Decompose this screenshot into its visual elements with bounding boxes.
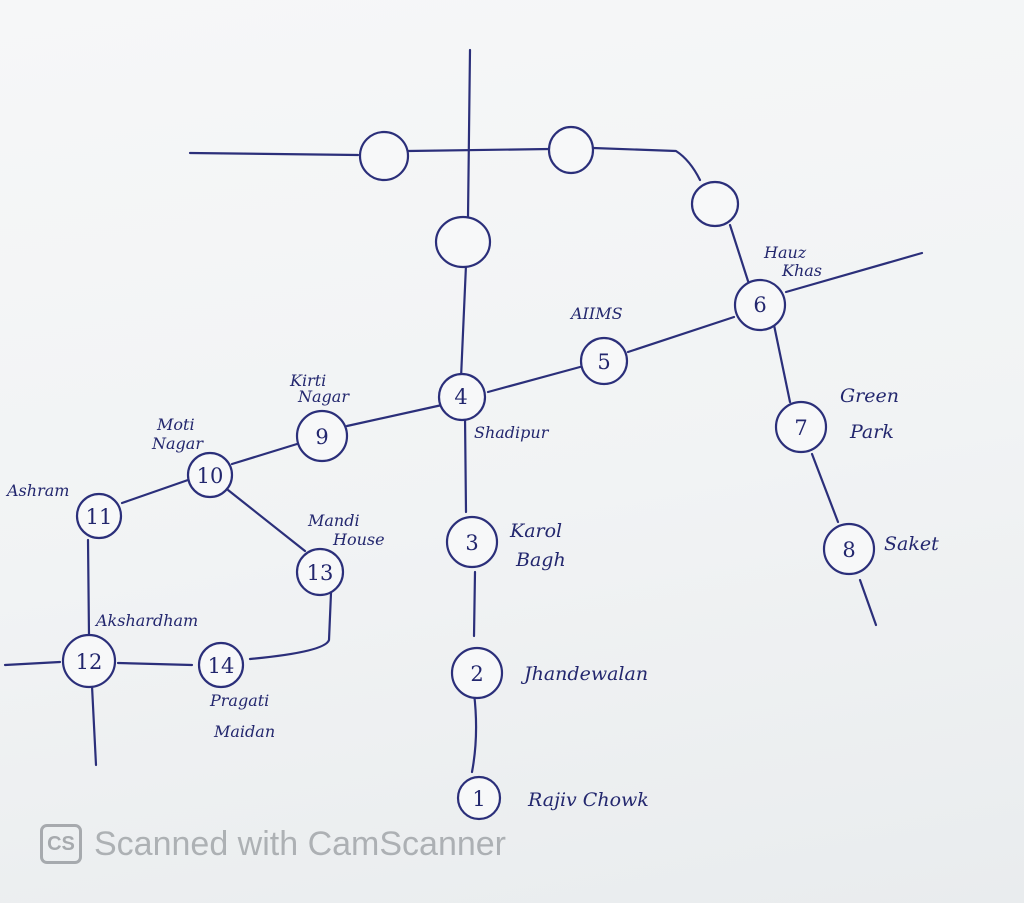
station-6[interactable]: 6 [733, 278, 787, 332]
label-rajiv-chowk: Rajiv Chowk [527, 789, 649, 811]
svg-text:13: 13 [307, 561, 334, 585]
label-jhandewalan: Jhandewalan [520, 663, 648, 685]
unlabeled-stations [358, 125, 740, 269]
station-unnamed-3 [690, 180, 740, 228]
label-house: House [332, 530, 385, 549]
line-10-to-14 [116, 488, 333, 667]
camscanner-logo-icon: CS [40, 824, 82, 864]
line-diagonal [486, 251, 924, 394]
label-park: Park [849, 421, 894, 443]
label-kirti: Kirti [289, 371, 326, 390]
svg-text:4: 4 [454, 385, 467, 409]
svg-text:14: 14 [208, 654, 235, 678]
svg-text:11: 11 [86, 505, 113, 529]
station-8[interactable]: 8 [822, 522, 876, 576]
svg-text:2: 2 [470, 662, 483, 686]
station-7[interactable]: 7 [774, 400, 828, 454]
label-akshardham: Akshardham [94, 611, 198, 630]
svg-text:7: 7 [794, 416, 807, 440]
station-1[interactable]: 1 [456, 775, 502, 821]
station-3[interactable]: 3 [445, 515, 499, 569]
station-5[interactable]: 5 [579, 336, 629, 386]
label-mandi: Mandi [307, 511, 360, 530]
svg-text:1: 1 [472, 787, 485, 811]
label-khas: Khas [781, 261, 822, 280]
line-vertical-main [459, 48, 478, 774]
station-14[interactable]: 14 [197, 641, 245, 689]
label-bagh: Bagh [515, 549, 566, 571]
label-saket: Saket [884, 533, 939, 555]
station-9[interactable]: 9 [295, 409, 349, 463]
station-2[interactable]: 2 [450, 646, 504, 700]
svg-text:6: 6 [753, 293, 766, 317]
label-nagar-10: Nagar [151, 434, 204, 453]
line-top-arc [188, 146, 750, 283]
label-hauz: Hauz [763, 243, 807, 262]
line-12-crossing [3, 538, 98, 767]
label-ashram: Ashram [5, 481, 69, 500]
line-6-to-8 [772, 323, 878, 627]
station-10[interactable]: 10 [186, 451, 234, 499]
label-shadipur: Shadipur [474, 423, 550, 442]
station-13[interactable]: 13 [295, 547, 345, 597]
svg-text:8: 8 [842, 538, 855, 562]
station-4[interactable]: 4 [437, 372, 487, 422]
svg-text:10: 10 [197, 464, 224, 488]
svg-text:5: 5 [597, 350, 610, 374]
label-aiims: AIIMS [569, 304, 623, 323]
watermark-text: Scanned with CamScanner [94, 824, 507, 863]
station-labels: Rajiv Chowk Jhandewalan Karol Bagh Shadi… [5, 243, 939, 811]
label-green: Green [840, 385, 899, 407]
label-moti: Moti [156, 415, 195, 434]
label-karol: Karol [509, 520, 562, 542]
svg-text:12: 12 [76, 650, 103, 674]
svg-text:3: 3 [465, 531, 478, 555]
label-nagar-9: Nagar [297, 387, 350, 406]
station-unnamed-4 [434, 215, 492, 269]
svg-text:9: 9 [315, 425, 328, 449]
label-maidan: Maidan [213, 722, 275, 741]
station-unnamed-2 [547, 125, 595, 175]
station-11[interactable]: 11 [75, 492, 123, 540]
line-4-to-11 [120, 403, 444, 505]
route-lines [3, 48, 924, 774]
camscanner-watermark: CS Scanned with CamScanner [40, 822, 506, 866]
station-12[interactable]: 12 [61, 633, 117, 689]
station-unnamed-1 [358, 130, 410, 182]
label-pragati: Pragati [209, 691, 269, 710]
